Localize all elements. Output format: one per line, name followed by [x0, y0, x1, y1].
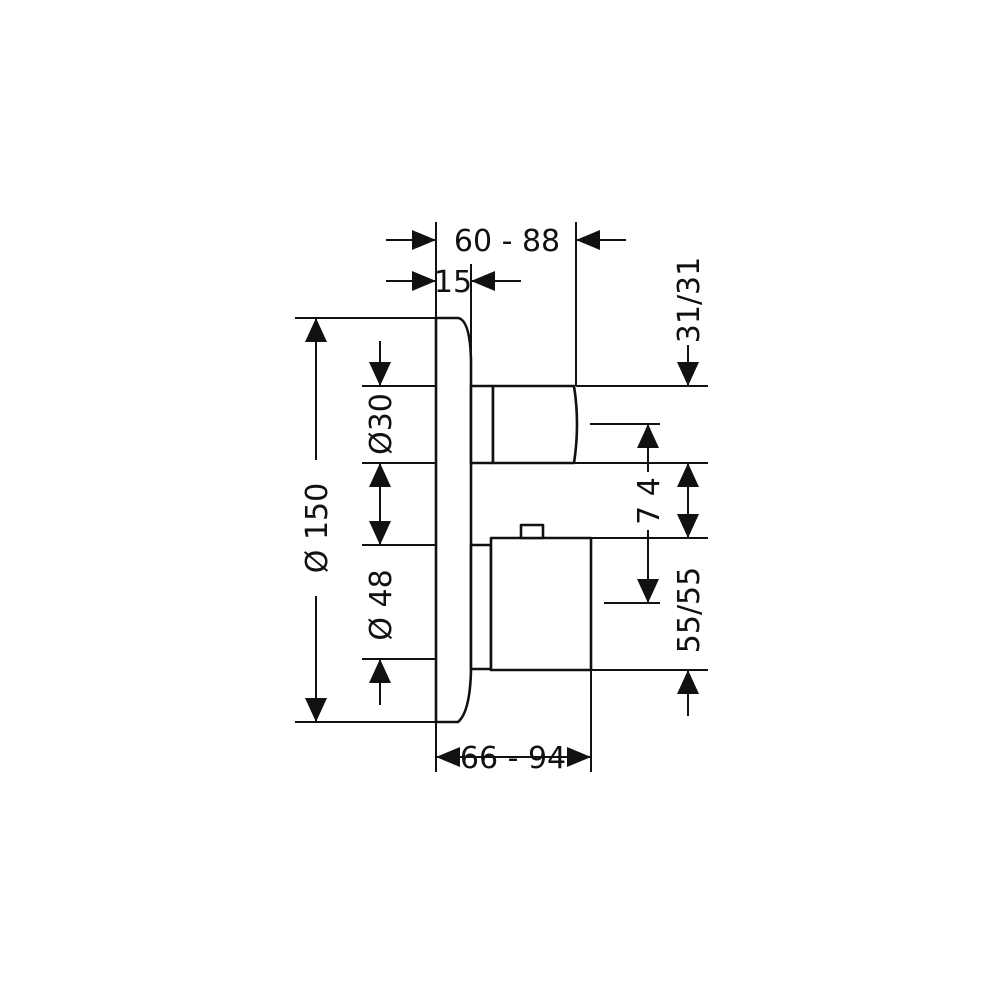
lower-handle-neck [469, 543, 493, 671]
dim-knob-top-diameter: Ø30 [364, 393, 399, 455]
arrow-right-icon [436, 747, 460, 767]
lower-handle-body [489, 536, 593, 672]
arrow-up-icon [677, 463, 699, 487]
arrow-up-icon [369, 463, 391, 487]
part-outline [434, 316, 593, 724]
arrow-up-icon [369, 659, 391, 683]
lower-handle-stop-button [519, 523, 545, 540]
arrow-up-icon [305, 318, 327, 342]
arrow-left-icon [576, 230, 600, 250]
arrow-down-icon [369, 521, 391, 545]
dim-plate-diameter: Ø 150 [300, 483, 335, 573]
dim-depth-top: 60 - 88 [454, 224, 560, 259]
arrow-right-icon [412, 271, 436, 291]
arrow-left-icon [567, 747, 591, 767]
upper-handle-neck [469, 384, 495, 465]
dim-offset-bottom: 55/55 [672, 567, 707, 653]
dim-depth-bottom: 66 - 94 [460, 741, 566, 776]
arrow-up-icon [677, 670, 699, 694]
dim-knob-bottom-diameter: Ø 48 [364, 569, 399, 640]
arrow-down-icon [369, 362, 391, 386]
dim-offset-top: 31/31 [672, 257, 707, 343]
dim-center-distance: 7 4 [632, 477, 667, 525]
arrow-down-icon [305, 698, 327, 722]
arrow-left-icon [471, 271, 495, 291]
arrowheads [305, 230, 699, 767]
arrow-down-icon [677, 514, 699, 538]
arrow-down-icon [637, 579, 659, 603]
arrow-down-icon [677, 362, 699, 386]
arrow-right-icon [412, 230, 436, 250]
cover-plate [434, 316, 473, 724]
arrow-up-icon [637, 424, 659, 448]
dimension-labels: 60 - 88 15 31/31 Ø30 7 4 Ø 150 Ø 48 55/5… [300, 224, 707, 776]
upper-handle-body [491, 384, 579, 465]
dim-plate-thickness: 15 [434, 265, 472, 300]
